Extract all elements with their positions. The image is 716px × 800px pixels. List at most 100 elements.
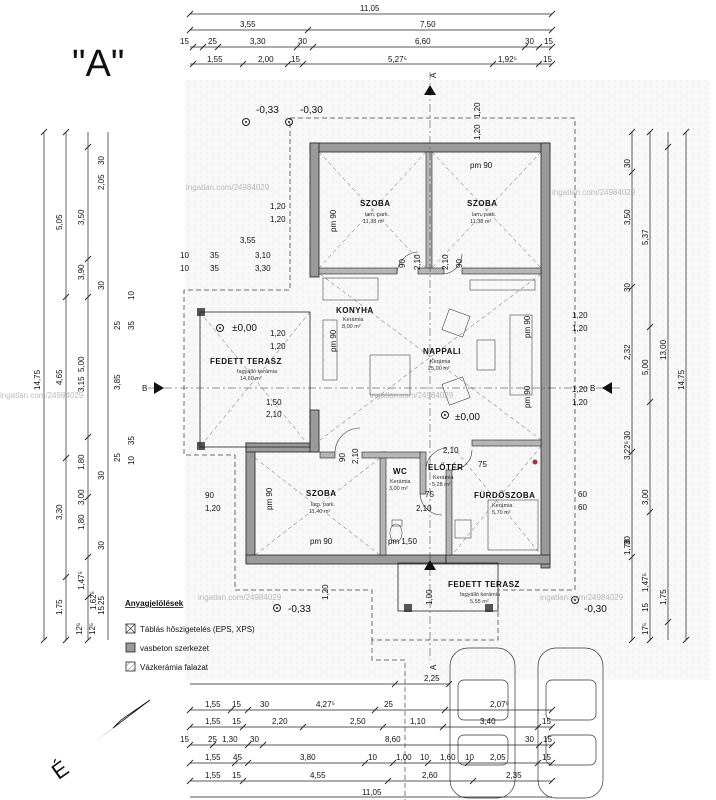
room-floor: Kerámia	[492, 503, 513, 509]
bottom-dim-r2-3: 2,50	[350, 717, 366, 726]
watermark: ingatlan.com/24984029	[198, 593, 282, 602]
w-120-4: 1,20	[270, 342, 286, 351]
room-area: 11,38 m²	[363, 219, 384, 225]
w-120-11: 1,20	[473, 124, 482, 140]
left-dim-4-0: 2,05	[97, 174, 106, 190]
right-dim-3-3: 3,22⁵	[623, 441, 632, 460]
top-dim-r4-5: 15	[543, 55, 552, 64]
pm-konyha: pm 90	[329, 329, 338, 352]
h-6: 2,10	[266, 410, 282, 419]
left-dim-3-0: 3,50	[77, 209, 86, 225]
left-dim-4-8: 35	[127, 436, 136, 445]
top-dim-r2-1: 7,50	[420, 20, 436, 29]
legend-item-masonry: Vázkerámia falazat	[140, 663, 209, 672]
w-120-3: 1,20	[270, 329, 286, 338]
left-dim-3-4: 1,80	[77, 454, 86, 470]
room-eloter: ELŐTÉR Kerámia 5,28 m²	[428, 463, 463, 488]
driveway	[371, 640, 406, 800]
level-interior: ±0,00	[455, 412, 480, 423]
w-100: 1,00	[425, 589, 434, 605]
bottom-dim-r2-4: 1,10	[410, 717, 426, 726]
top-dim-r3-6: 15	[544, 37, 553, 46]
terrace-west	[199, 311, 311, 448]
right-dim-4-6: 15	[641, 603, 650, 612]
bottom-dim-r3-6: 15	[543, 735, 552, 744]
left-dim-3-3: 3,15	[77, 376, 86, 392]
level-nw-b: -0,30	[300, 105, 323, 116]
room-name: FÜRDŐSZOBA	[474, 491, 535, 500]
w-60-b: 60	[578, 503, 587, 512]
left-dim-2-2: 3,30	[55, 504, 64, 520]
room-szoba-2: SZOBA lam. park. 11,38 m²	[467, 199, 498, 225]
h-3: 2,10	[351, 448, 360, 464]
bottom-dim-r1-4: 25	[384, 700, 393, 709]
bottom-dim-r5-3: 2,60	[422, 771, 438, 780]
left-dimensions	[43, 132, 109, 640]
room-floor: fagyálló kerámia	[460, 592, 501, 598]
top-dim-r4-4: 1,92⁵	[498, 55, 517, 64]
left-dim-4-10: 30	[97, 471, 106, 480]
right-dim-outer: 14,75	[677, 369, 686, 390]
room-name: KONYHA	[336, 306, 374, 315]
roof-outline	[183, 117, 576, 641]
room-name: ELŐTÉR	[428, 463, 463, 472]
bottom-dim-r2-1: 15	[232, 717, 241, 726]
room-floor: Kerámia	[343, 317, 364, 323]
pm-szoba1: pm 90	[329, 209, 338, 232]
top-dim-r3-2: 3,30	[250, 37, 266, 46]
top-dim-r3-1: 25	[208, 37, 217, 46]
pm-wc: pm 1,50	[388, 537, 417, 546]
room-name: NAPPALI	[423, 347, 461, 356]
room-nappali: NAPPALI Kerámia 25,00 m²	[423, 347, 461, 372]
left-dim-4-12: 25	[97, 596, 106, 605]
interior-walls	[318, 151, 542, 556]
door-swings	[334, 251, 473, 516]
bottom-dim-r4-3: 10	[368, 753, 377, 762]
left-dim-4-9: 10	[127, 456, 136, 465]
furniture	[322, 277, 539, 551]
bottom-dim-r5-2: 4,55	[310, 771, 326, 780]
bottom-dim-r2-2: 2,20	[272, 717, 288, 726]
w-120-2: 1,20	[270, 215, 286, 224]
right-dimensions	[631, 132, 687, 640]
section-b-right: B	[590, 384, 595, 393]
north-arrow: É	[47, 699, 151, 784]
w-120-8: 1,20	[572, 398, 588, 407]
room-wc: WC Kerámia 3,00 m²	[389, 467, 411, 492]
bottom-dim-r3-2: 1,30	[222, 735, 238, 744]
room-name: SZOBA	[467, 199, 498, 208]
right-dim-4-2: 30	[623, 283, 632, 292]
bottom-dim-r2-0: 1,55	[205, 717, 221, 726]
left-dim-2-0: 5,05	[55, 214, 64, 230]
room-floor: lam. park.	[365, 212, 390, 218]
right-dim-4-4: 30	[623, 536, 632, 545]
right-dim-4-5: 1,47⁵	[641, 573, 650, 592]
right-dim-3-5: 1,78	[623, 539, 632, 555]
right-dim-second: 13,00	[659, 339, 668, 360]
w-120-1: 1,20	[270, 202, 286, 211]
room-area: 5,55 m²	[470, 599, 489, 605]
section-b-left: B	[142, 384, 147, 393]
swatch-masonry	[125, 661, 136, 672]
h-2: 2,10	[441, 254, 450, 270]
terrace-south	[397, 562, 499, 612]
left-dim-3-2: 5,00	[77, 356, 86, 372]
top-dim-r4-0: 1,55	[207, 55, 223, 64]
legend: Anyagjelölések Táblás hőszigetelés (EPS,…	[125, 599, 255, 672]
right-dim-3-6: 1,75	[659, 589, 668, 605]
legend-item-concrete: vasbeton szerkezet	[140, 644, 210, 653]
d-35-a: 35	[210, 251, 219, 260]
left-dim-4-5: 10	[127, 291, 136, 300]
bottom-dim-r3-5: 30	[525, 735, 534, 744]
top-dim-r4-1: 2,00	[258, 55, 274, 64]
pm-szoba3-w: pm 90	[265, 487, 274, 510]
bottom-dim-r1-0: 1,55	[205, 700, 221, 709]
h-4: 2,10	[443, 446, 459, 455]
opening-dims: pm 90 pm 90 pm 90 pm 90 pm 90 pm 90 pm 9…	[180, 102, 588, 605]
level-marks: -0,33 -0,30 ±0,00 ±0,00 -0,33 -0,30	[216, 105, 607, 615]
left-dim-2-1: 4,65	[55, 369, 64, 385]
left-dim-outer: 14,75	[33, 369, 42, 390]
w-75-b: 75	[425, 490, 434, 499]
section-a-bottom: A	[429, 664, 438, 670]
top-dim-r4-2: 15	[291, 55, 300, 64]
